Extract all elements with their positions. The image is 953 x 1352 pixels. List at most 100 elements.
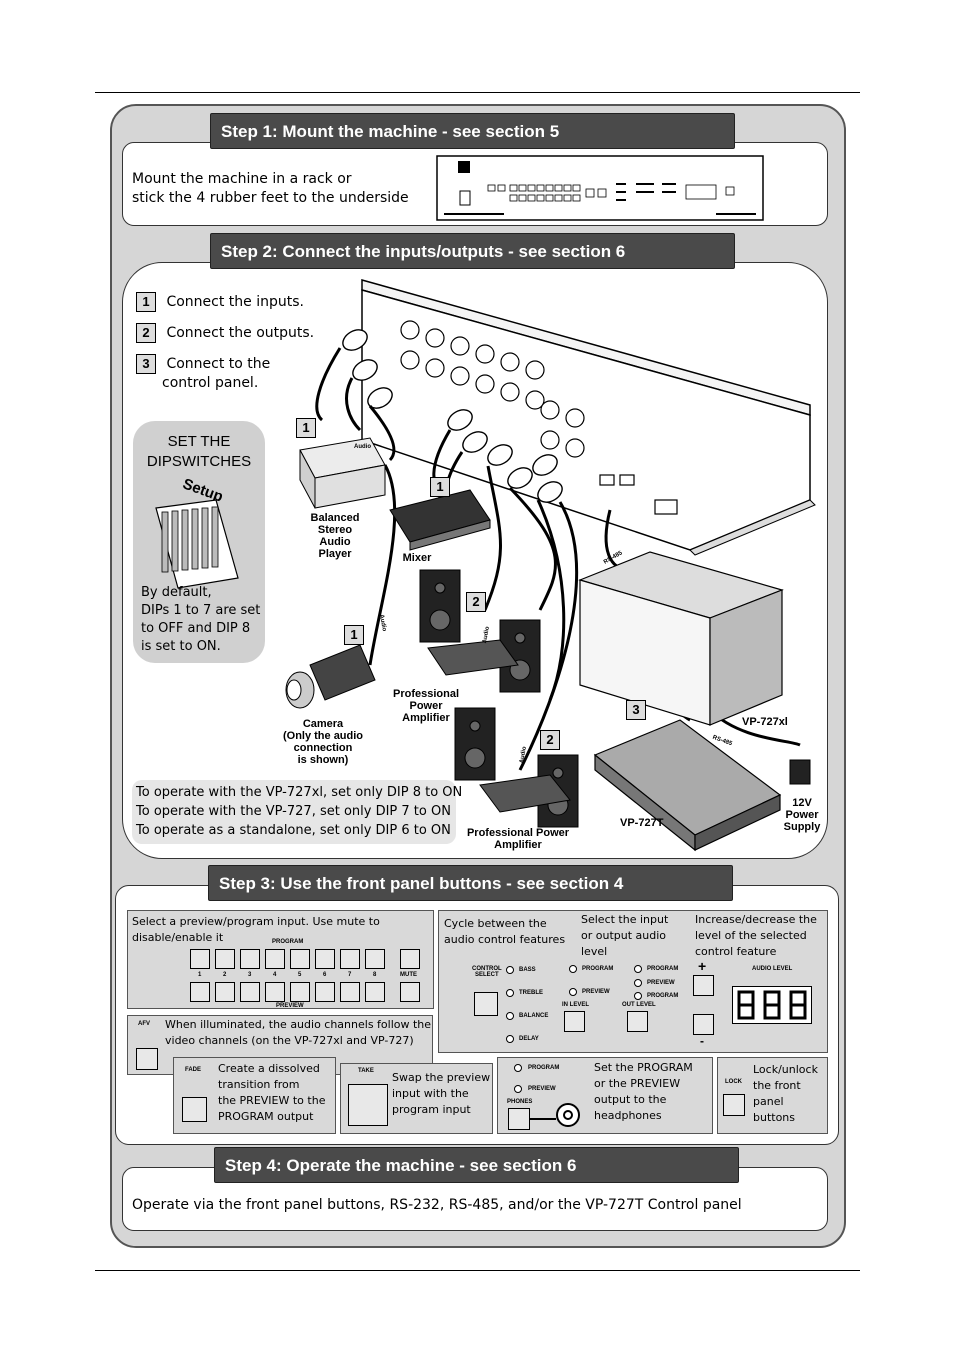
out-level-button[interactable] <box>627 1011 648 1032</box>
increase-button[interactable] <box>693 975 714 996</box>
connection-diagram <box>285 279 816 852</box>
preview-button-8[interactable] <box>365 982 385 1002</box>
out-preview-label: Preview <box>647 980 675 986</box>
select-input-text-line2: disable/enable it <box>132 931 224 944</box>
preview-button-2[interactable] <box>215 982 235 1002</box>
badge-2: 2 <box>136 323 156 343</box>
number-6: 6 <box>323 972 327 978</box>
take-button[interactable] <box>348 1084 388 1126</box>
lock-text-line4: buttons <box>753 1111 796 1124</box>
select-input-text: Select a preview/program input. Use mute… <box>132 914 380 946</box>
out-program2-label: Program <box>647 993 679 999</box>
caption-amp2-line1: Professional Power <box>466 827 570 839</box>
caption-player-line4: Player <box>318 548 352 560</box>
fade-text-line3: the PREVIEW to the <box>218 1094 326 1107</box>
program-button-5[interactable] <box>290 949 310 969</box>
caption-amp2-line2: Amplifier <box>494 839 542 851</box>
minus-label: - <box>700 1034 704 1048</box>
step2-title: Step 2: Connect the inputs/outputs - see… <box>210 233 735 269</box>
lock-button[interactable] <box>723 1094 745 1116</box>
step2-item-1: 1 Connect the inputs. <box>136 292 304 312</box>
bottom-rule <box>95 1270 860 1271</box>
vp727t <box>593 719 782 852</box>
preview-button-1[interactable] <box>190 982 210 1002</box>
dipswitch-icon <box>155 499 239 589</box>
operate-notes-box <box>132 780 456 844</box>
audio-level-label: Audio Level <box>752 966 793 972</box>
caption-camera: Camera (Only the audio connection is sho… <box>278 718 368 766</box>
program-label: Program <box>272 939 304 945</box>
program-button-3[interactable] <box>240 949 260 969</box>
mute-label: Mute <box>400 972 417 978</box>
speakers-amp-1 <box>419 569 541 693</box>
bass-led <box>506 966 514 974</box>
caption-amp2: Professional Power Amplifier <box>460 827 576 851</box>
phones-text-line4: headphones <box>594 1109 662 1122</box>
caption-amp1: Professional Power Amplifier <box>386 688 466 724</box>
afv-text: When illuminated, the audio channels fol… <box>165 1017 431 1049</box>
incdec-text-line2: level of the selected <box>695 929 807 942</box>
step4-title: Step 4: Operate the machine - see sectio… <box>214 1147 739 1183</box>
operate-note-3: To operate as a standalone, set only DIP… <box>136 823 451 838</box>
in-level-button[interactable] <box>564 1011 585 1032</box>
item2-text: Connect the outputs. <box>166 325 315 341</box>
phones-label: Phones <box>507 1099 533 1105</box>
in-program-label: Program <box>582 966 614 972</box>
step1-text-line2: stick the 4 rubber feet to the underside <box>132 190 409 206</box>
phones-text-line3: output to the <box>594 1093 667 1106</box>
item3-text-line2: control panel. <box>162 375 259 391</box>
fade-button[interactable] <box>182 1097 207 1122</box>
vp727xl <box>578 551 784 726</box>
phones-text: Set the PROGRAM or the PREVIEW output to… <box>594 1060 693 1124</box>
take-label: Take <box>358 1068 374 1074</box>
preview-button-6[interactable] <box>315 982 335 1002</box>
caption-player-line3: Audio <box>319 536 351 548</box>
caption-camera-line1: Camera <box>302 718 344 730</box>
balance-label: Balance <box>519 1013 549 1019</box>
control-select-line2: Select <box>475 972 499 978</box>
incdec-text-line1: Increase/decrease the <box>695 913 817 926</box>
phones-button[interactable] <box>508 1108 530 1130</box>
preview-button-7[interactable] <box>340 982 360 1002</box>
program-button-7[interactable] <box>340 949 360 969</box>
headphone-jack[interactable] <box>556 1103 580 1127</box>
preview-button-4[interactable] <box>265 982 285 1002</box>
number-5: 5 <box>298 972 302 978</box>
audio-player <box>299 437 386 509</box>
dip-title-line1: SET THE <box>167 433 231 450</box>
program-button-8[interactable] <box>365 949 385 969</box>
power-supply <box>789 759 811 785</box>
delay-led <box>506 1035 514 1043</box>
caption-amp1-line1: Professional <box>392 688 460 700</box>
treble-label: Treble <box>519 990 543 996</box>
badge-player: 1 <box>296 418 316 438</box>
preview-mute-button[interactable] <box>400 982 420 1002</box>
control-select-button[interactable] <box>474 992 498 1016</box>
label-audio-1: Audio <box>354 444 371 450</box>
afv-button[interactable] <box>136 1048 158 1070</box>
top-rule <box>95 92 860 93</box>
caption-vp727xl: VP-727xl <box>742 716 788 728</box>
take-text-line3: program input <box>392 1103 471 1116</box>
caption-camera-line4: is shown) <box>297 754 349 766</box>
phones-panel <box>497 1057 713 1134</box>
preview-button-3[interactable] <box>240 982 260 1002</box>
program-mute-button[interactable] <box>400 949 420 969</box>
badge-camera: 1 <box>344 625 364 645</box>
control-select-label: Control Select <box>472 966 502 978</box>
step2-item-2: 2 Connect the outputs. <box>136 323 314 343</box>
badge-amp1: 2 <box>466 592 486 612</box>
program-button-1[interactable] <box>190 949 210 969</box>
program-button-2[interactable] <box>215 949 235 969</box>
dip-default-text: By default, DIPs 1 to 7 are set to OFF a… <box>141 584 260 656</box>
decrease-button[interactable] <box>693 1014 714 1035</box>
caption-psu-line3: Supply <box>783 821 821 833</box>
delay-label: Delay <box>519 1036 539 1042</box>
lock-text-line3: panel <box>753 1095 784 1108</box>
out-program-led <box>634 965 642 973</box>
preview-button-5[interactable] <box>290 982 310 1002</box>
caption-camera-line3: connection <box>293 742 353 754</box>
program-button-4[interactable] <box>265 949 285 969</box>
number-1: 1 <box>198 972 202 978</box>
program-button-6[interactable] <box>315 949 335 969</box>
